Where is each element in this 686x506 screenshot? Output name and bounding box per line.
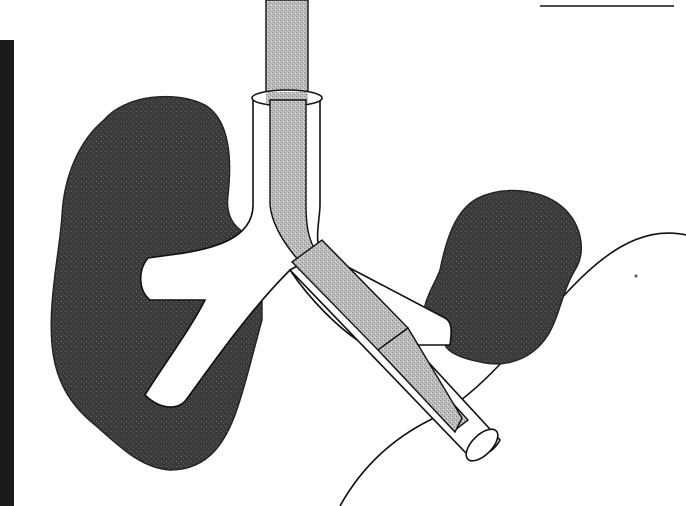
tube-shaft-upper — [266, 0, 308, 100]
left-border-strip — [0, 40, 14, 506]
speck — [635, 275, 638, 278]
